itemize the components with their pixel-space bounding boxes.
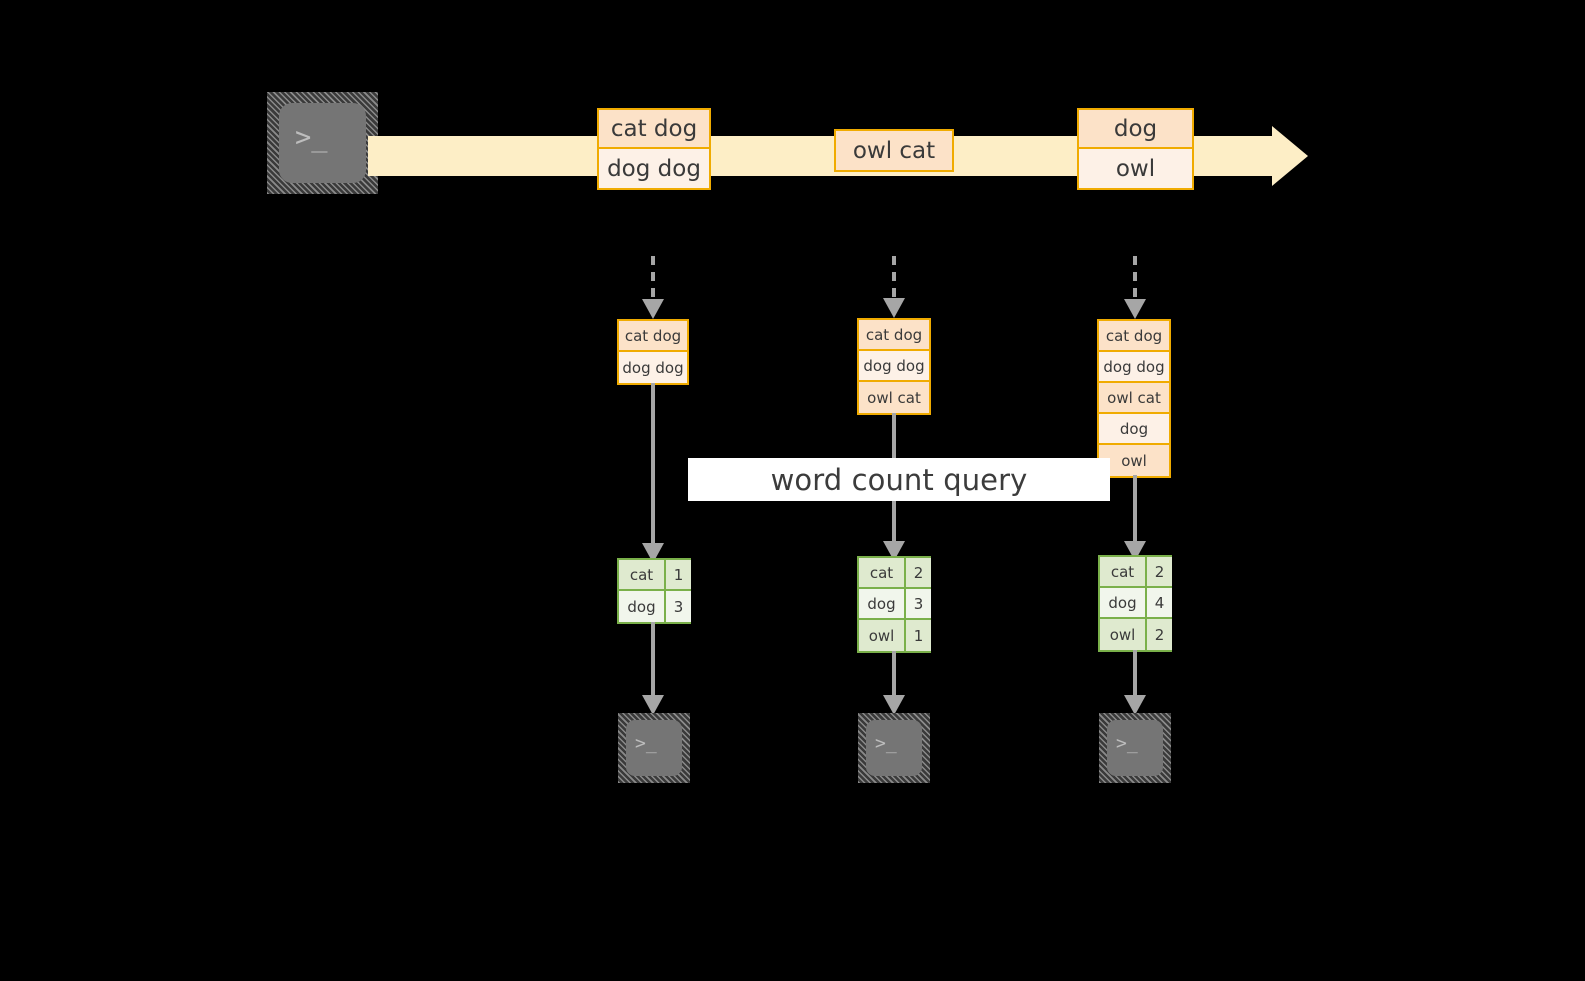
table-row: owl 2 (1100, 619, 1172, 650)
result-word: cat (859, 558, 906, 587)
arrow-line (651, 622, 655, 697)
result-count: 3 (906, 589, 931, 618)
sink-terminal-icon-3: >_ (1099, 713, 1171, 783)
record-line: owl (1099, 445, 1169, 476)
dashed-arrow-batch-1 (638, 256, 668, 319)
result-word: owl (859, 620, 906, 651)
dashed-arrow-batch-2 (879, 256, 909, 318)
arrow-line (892, 256, 896, 300)
sink-arrow-3 (1120, 650, 1150, 715)
record-line: owl cat (836, 131, 952, 170)
terminal-prompt-glyph: >_ (295, 122, 328, 153)
result-count: 4 (1147, 588, 1172, 617)
terminal-prompt-glyph: >_ (635, 733, 657, 754)
arrow-line (1133, 475, 1137, 543)
terminal-body (866, 720, 922, 776)
result-table-2: cat 2 dog 3 owl 1 (857, 556, 931, 653)
stream-batch-3: dog owl (1077, 108, 1194, 190)
terminal-body (626, 720, 682, 776)
record-line: dog dog (599, 149, 709, 188)
record-line: dog dog (619, 352, 687, 383)
table-row: cat 1 (619, 560, 691, 591)
table-row: dog 4 (1100, 588, 1172, 619)
record-line: owl cat (859, 382, 929, 413)
arrow-line (651, 383, 655, 545)
result-word: dog (859, 589, 906, 618)
arrow-head (642, 695, 664, 715)
arrow-head (1124, 695, 1146, 715)
arrow-line (651, 256, 655, 301)
terminal-prompt-glyph: >_ (1116, 733, 1138, 754)
result-count: 1 (666, 560, 691, 589)
query-label-text: word count query (770, 462, 1028, 497)
query-arrow-1 (638, 383, 668, 563)
query-label-band: word count query (688, 458, 1110, 501)
table-row: cat 2 (1100, 557, 1172, 588)
sink-arrow-2 (879, 651, 909, 715)
record-line: dog (1099, 414, 1169, 445)
timeline-arrowhead (1272, 126, 1308, 186)
result-word: owl (1100, 619, 1147, 650)
arrow-head (883, 695, 905, 715)
result-count: 3 (666, 591, 691, 622)
arrow-line (1133, 650, 1137, 697)
record-line: cat dog (1099, 321, 1169, 352)
accumulated-input-1: cat dog dog dog (617, 319, 689, 385)
sink-arrow-1 (638, 622, 668, 715)
terminal-body (279, 103, 366, 183)
arrow-head (883, 298, 905, 318)
table-row: owl 1 (859, 620, 931, 651)
table-row: cat 2 (859, 558, 931, 589)
stream-batch-1: cat dog dog dog (597, 108, 711, 190)
terminal-prompt-glyph: >_ (875, 733, 897, 754)
result-count: 2 (1147, 619, 1172, 650)
record-line: dog (1079, 110, 1192, 149)
stream-batch-2: owl cat (834, 129, 954, 172)
record-line: dog dog (1099, 352, 1169, 383)
record-line: cat dog (859, 320, 929, 351)
result-word: dog (619, 591, 666, 622)
result-word: cat (1100, 557, 1147, 586)
record-line: dog dog (859, 351, 929, 382)
table-row: dog 3 (619, 591, 691, 622)
source-terminal-icon: >_ (267, 92, 378, 194)
arrow-head (642, 299, 664, 319)
result-table-3: cat 2 dog 4 owl 2 (1098, 555, 1172, 652)
result-count: 1 (906, 620, 931, 651)
arrow-line (1133, 256, 1137, 301)
record-line: owl cat (1099, 383, 1169, 414)
result-table-1: cat 1 dog 3 (617, 558, 691, 624)
query-arrow-3 (1120, 475, 1150, 561)
record-line: owl (1079, 149, 1192, 188)
arrow-head (1124, 299, 1146, 319)
arrow-line (892, 651, 896, 697)
record-line: cat dog (599, 110, 709, 149)
result-count: 2 (906, 558, 931, 587)
table-row: dog 3 (859, 589, 931, 620)
record-line: cat dog (619, 321, 687, 352)
sink-terminal-icon-2: >_ (858, 713, 930, 783)
accumulated-input-3: cat dog dog dog owl cat dog owl (1097, 319, 1171, 478)
terminal-body (1107, 720, 1163, 776)
result-word: dog (1100, 588, 1147, 617)
result-count: 2 (1147, 557, 1172, 586)
accumulated-input-2: cat dog dog dog owl cat (857, 318, 931, 415)
result-word: cat (619, 560, 666, 589)
sink-terminal-icon-1: >_ (618, 713, 690, 783)
dashed-arrow-batch-3 (1120, 256, 1150, 319)
